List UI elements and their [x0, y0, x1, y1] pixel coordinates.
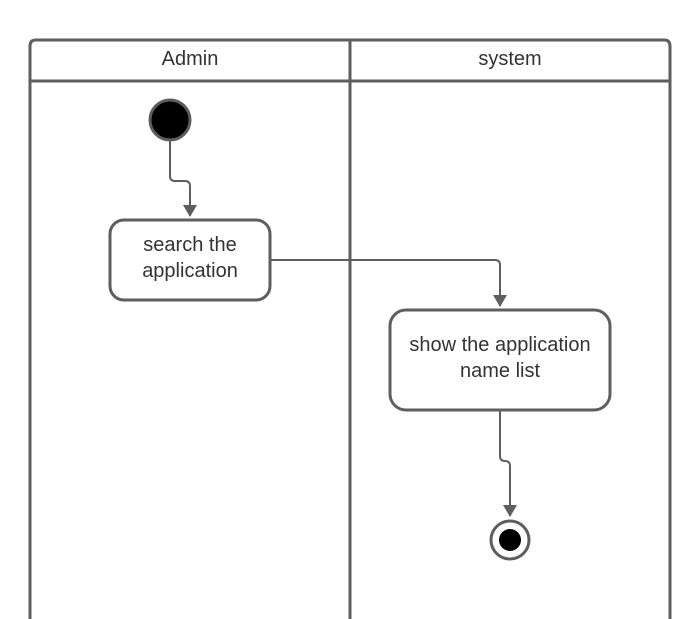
- final-node: [489, 519, 531, 561]
- activity-label-line: show the application: [409, 334, 590, 356]
- activity-search-application: search the application: [108, 218, 272, 302]
- activity-label-line: application: [142, 260, 238, 282]
- flow-arrow-start-to-search: [169, 140, 197, 217]
- flow-arrow-list-to-end: [499, 410, 517, 517]
- lane-title-system: system: [478, 48, 541, 70]
- activity-label-line: search the: [143, 234, 236, 256]
- flow-arrow-search-to-list: [270, 259, 507, 307]
- initial-node: [148, 98, 192, 142]
- lane-title-admin: Admin: [162, 48, 219, 70]
- activity-show-application-list: show the application name list: [388, 308, 612, 412]
- activity-label-line: name list: [460, 360, 540, 382]
